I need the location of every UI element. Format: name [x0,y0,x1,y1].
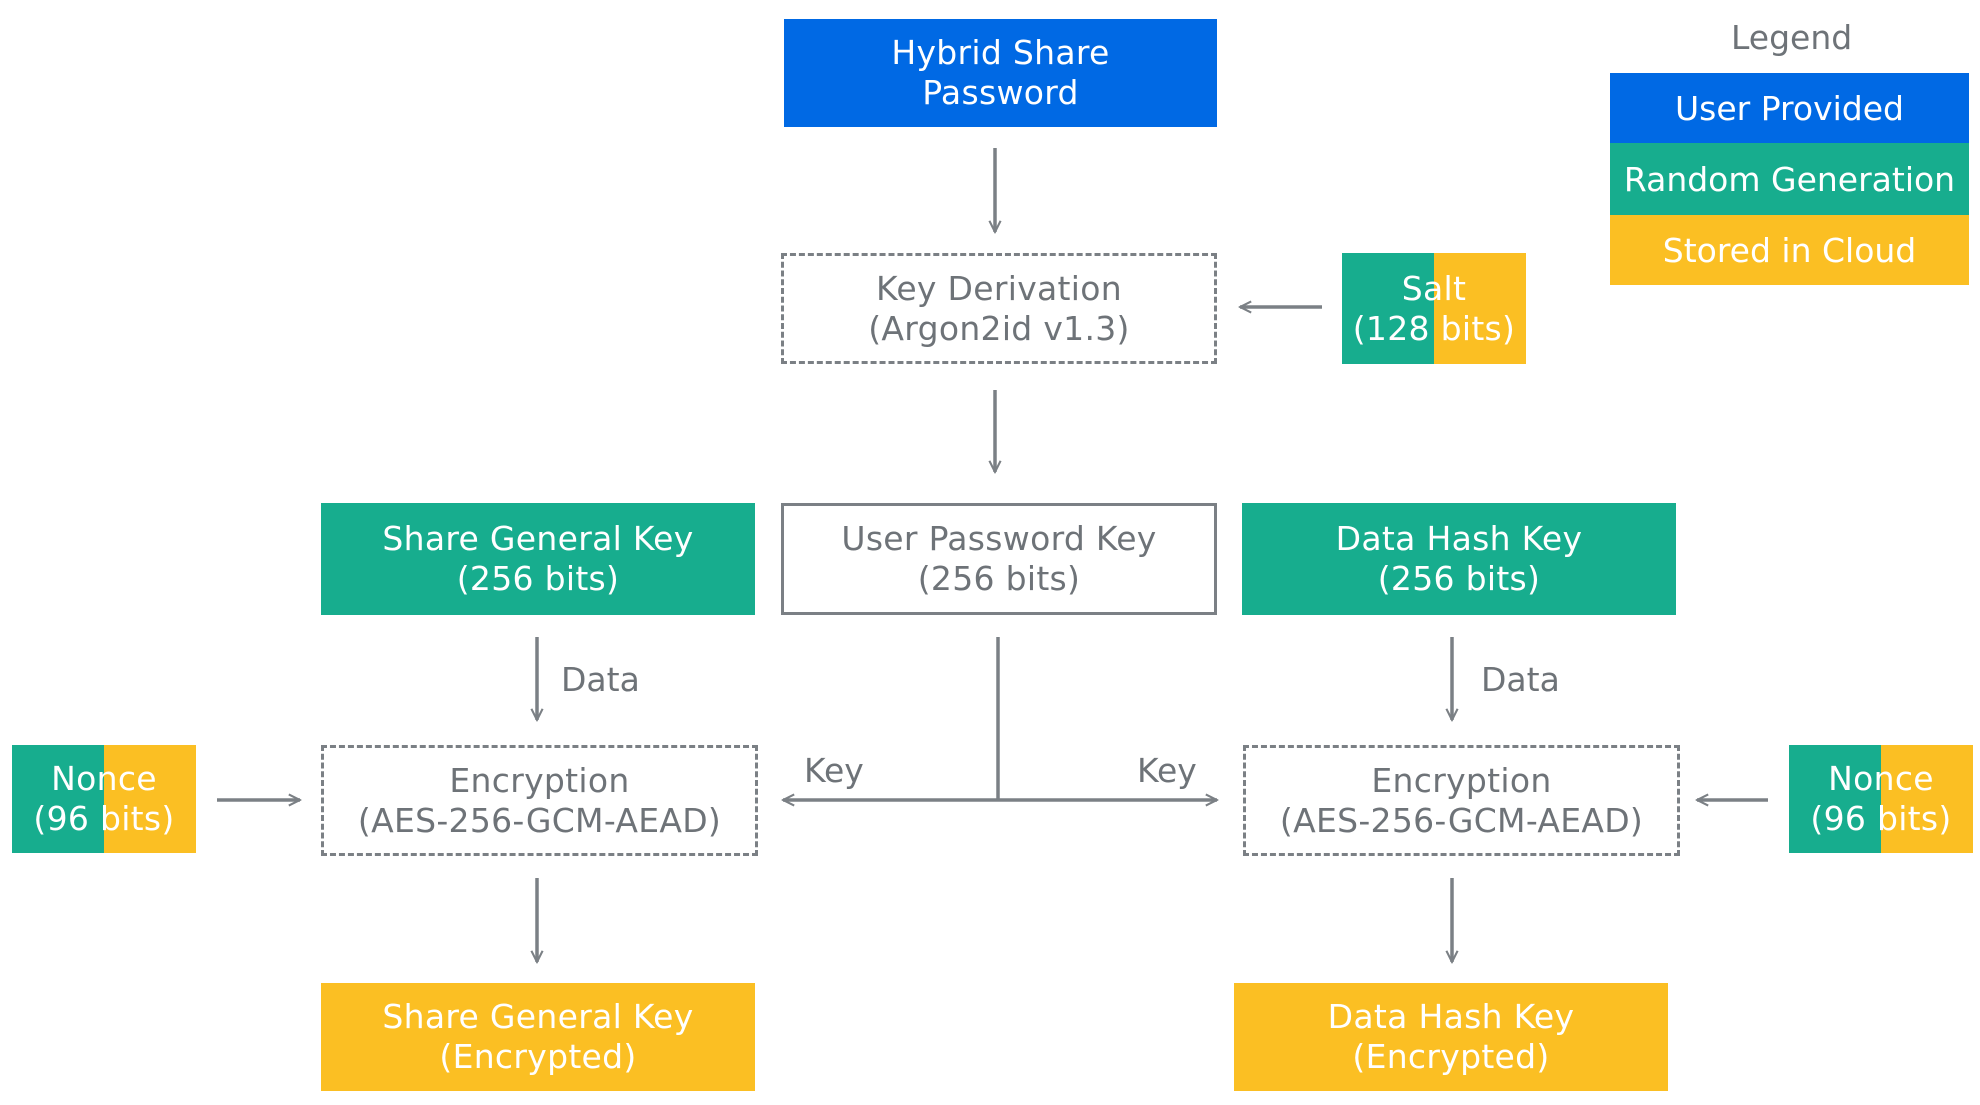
share-general-key-encrypted-node: Share General Key (Encrypted) [321,983,755,1091]
node-line: (96 bits) [33,799,175,838]
nonce-left-node: Nonce (96 bits) [12,745,196,853]
node-line: Nonce [1828,759,1934,798]
node-line: Encryption [1371,760,1552,800]
node-line: (AES-256-GCM-AEAD) [357,800,722,840]
legend-title: Legend [1731,18,1853,57]
node-line: (256 bits) [1377,559,1541,598]
node-line: Hybrid Share [891,33,1110,72]
legend-item-random-generation: Random Generation [1610,143,1969,215]
data-hash-key-node: Data Hash Key (256 bits) [1242,503,1676,615]
legend-item-label: Stored in Cloud [1662,230,1917,270]
node-line: Salt [1401,268,1467,308]
legend-item-user-provided: User Provided [1610,73,1969,143]
node-line: Key Derivation [876,268,1122,308]
node-line: (AES-256-GCM-AEAD) [1279,800,1644,840]
hybrid-share-password-node: Hybrid Share Password [784,19,1217,127]
node-line: (Argon2id v1.3) [868,308,1130,348]
node-line: (256 bits) [917,559,1081,598]
user-password-key-node: User Password Key (256 bits) [781,503,1217,615]
node-line: Share General Key [382,519,694,558]
legend-item-label: User Provided [1675,88,1904,128]
node-line: (128 bits) [1352,308,1516,348]
edge-label-data-right: Data [1481,660,1560,699]
nonce-right-node: Nonce (96 bits) [1789,745,1973,853]
share-general-key-node: Share General Key (256 bits) [321,503,755,615]
edge-label-data-left: Data [561,660,640,699]
node-line: Nonce [51,759,157,798]
node-line: Encryption [449,760,630,800]
data-hash-key-encrypted-node: Data Hash Key (Encrypted) [1234,983,1668,1091]
node-line: (Encrypted) [1352,1037,1550,1076]
node-line: User Password Key [841,519,1157,558]
node-line: Data Hash Key [1335,519,1583,558]
node-line: Share General Key [382,997,694,1036]
node-line: (96 bits) [1810,799,1952,838]
edge-label-key-left: Key [804,751,864,790]
node-line: Data Hash Key [1327,997,1575,1036]
legend-item-stored-in-cloud: Stored in Cloud [1610,215,1969,285]
node-line: Password [922,73,1079,112]
encryption-left-node: Encryption (AES-256-GCM-AEAD) [321,745,758,856]
edge-label-key-right: Key [1137,751,1197,790]
encryption-right-node: Encryption (AES-256-GCM-AEAD) [1243,745,1680,856]
node-line: (256 bits) [456,559,620,598]
node-line: (Encrypted) [439,1037,637,1076]
salt-node: Salt (128 bits) [1342,253,1526,364]
legend-item-label: Random Generation [1623,159,1956,199]
key-derivation-node: Key Derivation (Argon2id v1.3) [781,253,1217,364]
